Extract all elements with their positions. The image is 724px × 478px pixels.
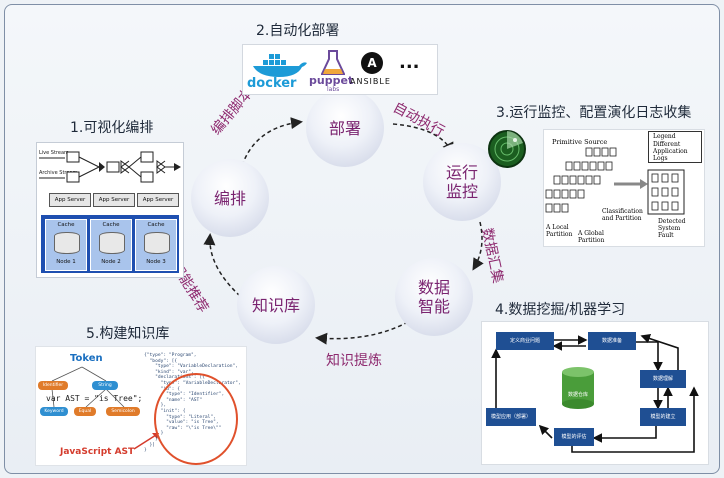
monitoring-panel: Legend Different Application Logs Primit…: [543, 129, 705, 247]
bubble-orchestrate-label: 编排: [213, 188, 246, 208]
javascript-ast-label: JavaScript AST: [60, 447, 135, 457]
token-keyword-pill: Keyword: [40, 407, 68, 416]
legend-box: Legend Different Application Logs: [648, 131, 702, 163]
docker-whale-icon: [253, 54, 307, 77]
bubble-intel-label-2: 智能: [417, 297, 450, 316]
ast-json-line: {"type": "Program",: [144, 353, 197, 358]
legend-item-1: Different: [653, 141, 681, 148]
node-card-3: Cache Node 3: [135, 219, 177, 271]
bubble-deploy-label: 部署: [328, 118, 361, 138]
token-tree-lines: [51, 366, 125, 408]
node-card-1: Cache Node 1: [45, 219, 87, 271]
app-server-box-1: App Server: [49, 193, 91, 207]
legend-item-3: Logs: [653, 155, 668, 162]
knowledge-base-panel: Token Identifier String var AST = "is Tr…: [35, 346, 247, 466]
ast-json-line: "body": [{: [144, 358, 178, 364]
ml-box-data-prep: 数据准备: [588, 332, 636, 350]
ast-highlight-circle: [154, 373, 238, 465]
data-warehouse-label: 数据仓库: [567, 392, 588, 398]
primitive-source-label: Primitive Source: [552, 138, 608, 146]
archive-stream-label: Archive Stream: [39, 170, 78, 176]
deploy-tools-panel: docker puppet labs A ANSIBLE ...: [242, 44, 438, 95]
cache-cylinder-3: [144, 232, 170, 254]
global-partition-label-2: Partition: [578, 237, 605, 244]
section-title-visual-orchestration: 1.可视化编排: [70, 120, 154, 136]
local-partition-label-1: A Local: [546, 224, 569, 231]
cache-label-2: Cache: [102, 222, 120, 228]
ml-box-data-understand: 数据理解: [640, 370, 686, 388]
node-label-2: Node 2: [101, 259, 121, 265]
cache-label-1: Cache: [57, 222, 75, 228]
radar-icon: [488, 130, 526, 168]
ml-box-model-build: 模型的建立: [640, 408, 686, 426]
puppet-logo-text: puppet: [309, 74, 354, 87]
arrow-intel-to-knowledge: [315, 321, 409, 345]
token-identifier-pill: Identifier: [38, 381, 68, 390]
ast-json-line: "type": "VariableDeclaration",: [144, 364, 239, 370]
puppet-flask-icon: [321, 50, 345, 75]
ml-flow-arrows: [491, 333, 699, 453]
data-warehouse-cylinder-icon: [562, 367, 594, 409]
puppet-labs-text: labs: [327, 86, 340, 93]
app-server-box-3: App Server: [137, 193, 179, 207]
arrow-knowledge-to-orchestrate: [203, 233, 241, 297]
section-title-data-mining: 4.数据挖掘/机器学习: [495, 302, 626, 318]
ansible-logo-text: ANSIBLE: [350, 77, 391, 86]
ml-box-business: 定义商业问题: [496, 332, 554, 350]
cache-cylinder-2: [99, 232, 125, 254]
ansible-logo-icon: A: [361, 52, 383, 74]
ml-box-model-eval: 模型的评估: [554, 428, 594, 446]
token-semicolon-pill: Semicolon: [106, 407, 140, 416]
bubble-knowledge: 知识库: [237, 266, 315, 344]
cache-label-3: Cache: [147, 222, 165, 228]
live-stream-label: Live Stream: [39, 150, 69, 156]
bubble-orchestrate: 编排: [191, 159, 269, 237]
bubble-intel-label-1: 数据: [417, 278, 450, 297]
bubble-monitor: 运行 监控: [423, 143, 501, 221]
partition-label: and Partition: [602, 215, 642, 222]
token-equal-pill: Equal: [74, 407, 96, 416]
bubble-data-intelligence: 数据 智能: [395, 258, 473, 336]
bubble-deploy: 部署: [306, 89, 384, 167]
log-partition-diagram: [545, 147, 685, 215]
ml-box-model-apply: 模型应用（部署）: [486, 408, 536, 426]
node-label-3: Node 3: [146, 259, 166, 265]
app-server-box-2: App Server: [93, 193, 135, 207]
stream-flow-diagram: [39, 151, 181, 183]
cache-cylinder-1: [54, 232, 80, 254]
flow-label-refine: 知识提炼: [326, 353, 382, 369]
section-title-knowledge-base: 5.构建知识库: [86, 326, 170, 342]
bubble-monitor-label-2: 监控: [445, 182, 478, 201]
legend-item-2: Application: [653, 148, 688, 155]
section-title-monitoring: 3.运行监控、配置演化日志收集: [496, 105, 692, 121]
detected-fault-label-1: Detected: [658, 218, 686, 225]
legend-title: Legend: [653, 133, 676, 140]
more-tools-ellipsis: ...: [399, 52, 420, 73]
arrow-monitor-to-intel: [472, 221, 484, 271]
ast-code-snippet: var AST = "is Tree";: [46, 394, 143, 403]
ml-lifecycle-panel: 定义商业问题 数据准备 数据理解 模型的建立 模型的评估 模型应用（部署） 数据…: [481, 321, 709, 465]
ast-json-line: }]: [144, 442, 156, 448]
global-partition-label-1: A Global: [578, 230, 604, 237]
node-card-2: Cache Node 2: [90, 219, 132, 271]
detected-fault-label-2: System: [658, 225, 681, 232]
docker-logo-text: docker: [247, 76, 297, 91]
bubble-monitor-label-1: 运行: [445, 163, 478, 182]
token-label: Token: [70, 353, 103, 364]
ast-json-line: "kind": "var",: [144, 369, 194, 375]
ast-json-line: }: [144, 448, 147, 454]
orchestration-panel: Live Stream Archive Stream App Server Ap…: [36, 142, 184, 278]
detected-fault-label-3: Fault: [658, 232, 674, 239]
local-partition-label-2: Partition: [546, 231, 573, 238]
bubble-knowledge-label: 知识库: [251, 295, 300, 315]
section-title-auto-deploy: 2.自动化部署: [256, 23, 340, 39]
classification-label: Classification: [602, 208, 643, 215]
token-string-pill: String: [92, 381, 118, 390]
node-label-1: Node 1: [56, 259, 76, 265]
